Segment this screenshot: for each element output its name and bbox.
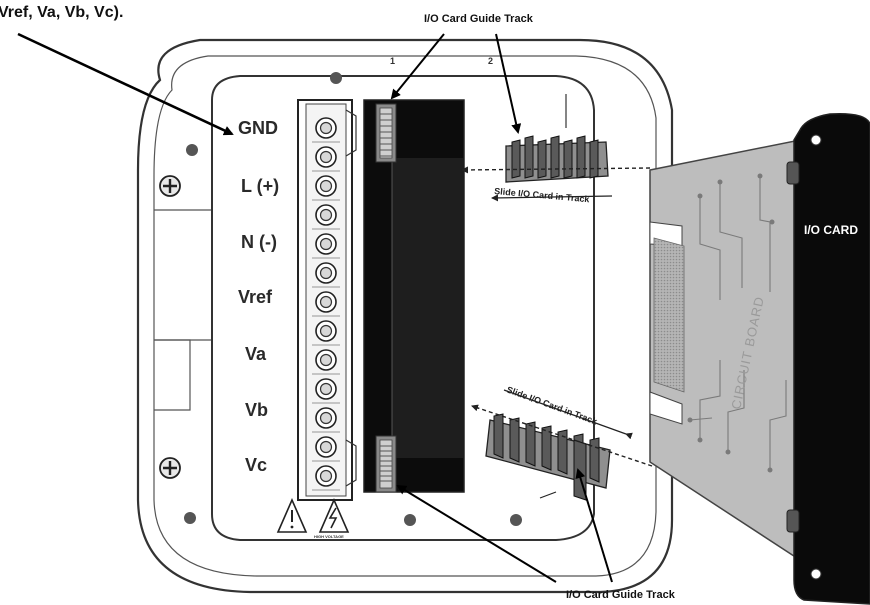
- guide-track-fin: [494, 414, 503, 458]
- high-voltage-label: HIGH VOLTAGE: [314, 534, 344, 539]
- guide-track-fin: [510, 418, 519, 462]
- io-card: CIRCUIT BOARD I/O CARD: [650, 114, 870, 604]
- terminal-label-vb: Vb: [245, 400, 268, 420]
- terminal-label-va: Va: [245, 344, 267, 364]
- terminal-label-l: L (+): [241, 176, 279, 196]
- guide-track-fin: [525, 136, 533, 178]
- guide-track-fin: [590, 438, 599, 482]
- screw-icon: [160, 176, 180, 196]
- guide-track-fin: [538, 140, 546, 178]
- terminal-label-gnd: GND: [238, 118, 278, 138]
- guide-track-fin: [564, 140, 572, 178]
- header-text: Vref, Va, Vb, Vc).: [0, 4, 123, 21]
- terminal-label-vref: Vref: [238, 287, 273, 307]
- io-card-label: I/O CARD: [804, 223, 858, 237]
- slot-number-1: 1: [390, 56, 395, 66]
- guide-track-fins-upper: [512, 136, 598, 178]
- slot-number-2: 2: [488, 56, 493, 66]
- guide-track-fin: [551, 136, 559, 178]
- guide-track-label-bottom: I/O Card Guide Track: [566, 589, 676, 601]
- guide-track-fin: [526, 422, 535, 466]
- guide-track-label-top: I/O Card Guide Track: [424, 13, 534, 25]
- terminal-label-vc: Vc: [245, 455, 267, 475]
- terminal-label-n: N (-): [241, 232, 277, 252]
- guide-track-fin: [512, 140, 520, 178]
- guide-track-fin: [590, 140, 598, 178]
- io-card-slot: [364, 100, 464, 492]
- guide-track-fin: [577, 136, 585, 178]
- screw-icon: [160, 458, 180, 478]
